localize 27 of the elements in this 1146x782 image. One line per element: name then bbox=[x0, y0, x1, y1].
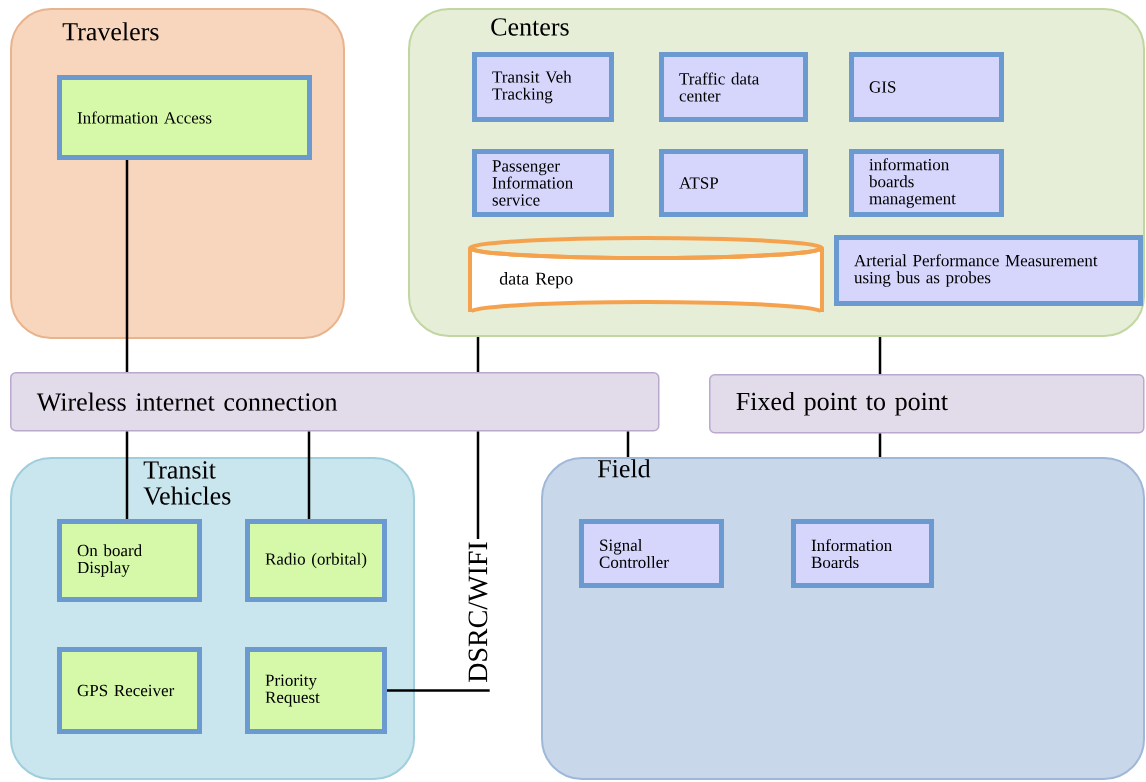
link-label: DSRC/WIFI bbox=[468, 542, 488, 682]
connector-line bbox=[878, 433, 882, 457]
process-box: Radio (orbital) bbox=[245, 519, 387, 602]
process-box: Information Boards bbox=[791, 519, 934, 588]
connector-line bbox=[626, 431, 630, 457]
process-box: Traffic data center bbox=[659, 52, 808, 122]
process-box: Passenger Information service bbox=[472, 149, 614, 217]
process-box: information boards management bbox=[849, 149, 1004, 217]
connector-line bbox=[307, 431, 311, 519]
process-box: Priority Request bbox=[245, 647, 387, 734]
connector-line bbox=[476, 431, 480, 539]
process-box: On board Display bbox=[57, 519, 202, 602]
process-box: ATSP bbox=[659, 149, 808, 217]
connection-band: Fixed point to point bbox=[709, 374, 1145, 434]
process-box: GIS bbox=[849, 52, 1004, 122]
connector-line bbox=[476, 337, 480, 372]
process-box: Signal Controller bbox=[579, 519, 724, 588]
connector-line bbox=[125, 431, 129, 519]
process-box: Arterial Performance Measurement using bus as probes bbox=[834, 235, 1143, 306]
process-box: GPS Receiver bbox=[57, 647, 202, 734]
connection-band: Wireless internet connection bbox=[10, 372, 660, 432]
process-box: Transit Veh Tracking bbox=[472, 52, 614, 122]
database-cylinder: data Repo bbox=[468, 236, 824, 314]
process-box: Information Access bbox=[57, 75, 312, 160]
connector-line bbox=[387, 689, 490, 692]
connector-line bbox=[125, 160, 129, 372]
connector-line bbox=[878, 337, 882, 374]
